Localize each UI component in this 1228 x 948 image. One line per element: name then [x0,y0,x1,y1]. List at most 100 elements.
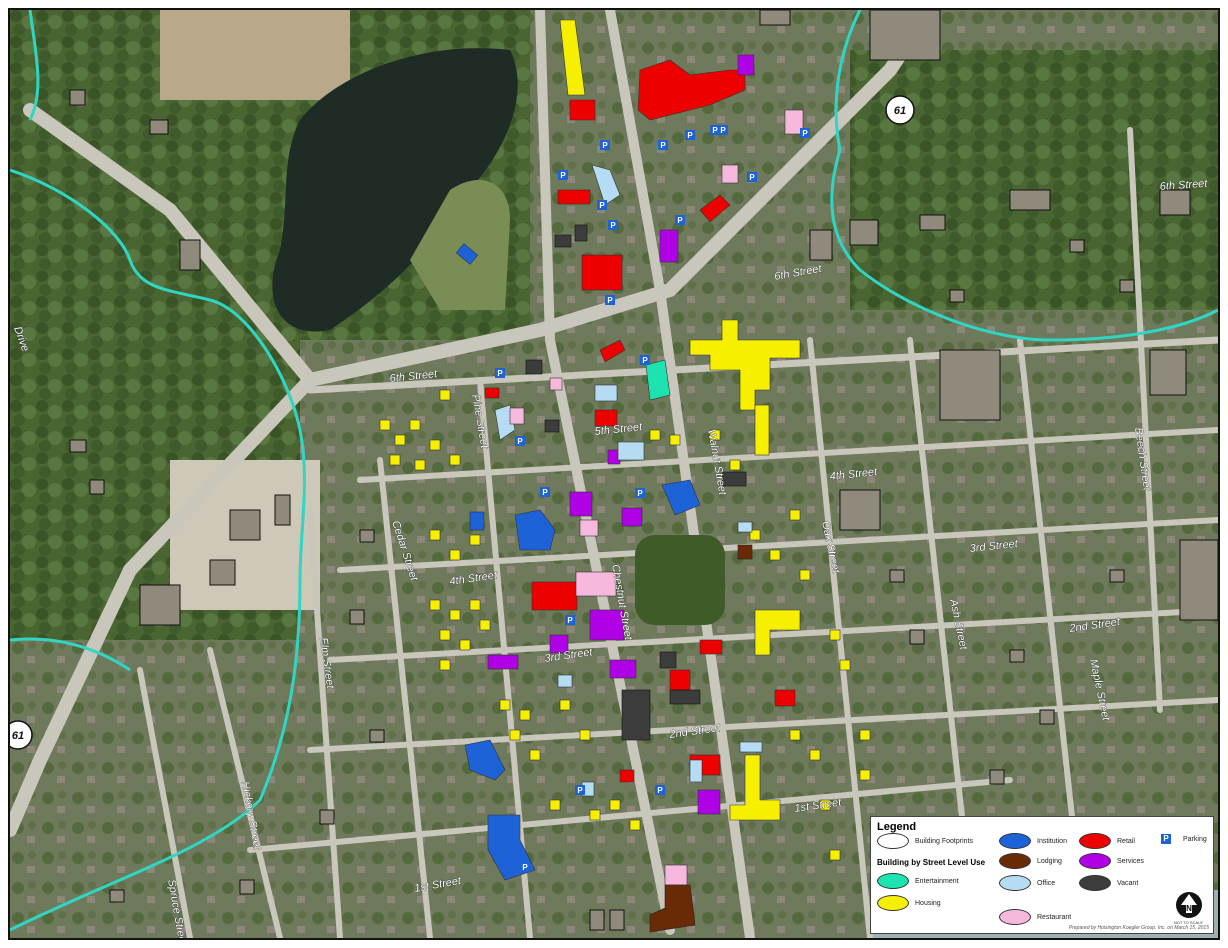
legend-item-lodging: Lodging [999,853,1062,869]
aerial-map[interactable]: PPPPPPPPPPPPPPPPPPPPPP 61 61 6th Street … [10,10,1218,938]
entertainment-buildings [645,359,671,401]
legend-label: Housing [915,899,941,907]
parking-marker [658,140,668,150]
lodging-buildings [649,544,753,933]
parking-marker [495,368,505,378]
legend-swatch [877,833,909,849]
parking-marker [747,172,757,182]
legend-item-entertainment: Entertainment [877,873,959,889]
svg-text:61: 61 [12,730,24,742]
municipal-boundary [10,10,1218,932]
parking-marker [640,355,650,365]
legend-swatch [999,853,1031,869]
north-arrow-icon: N [1176,892,1202,918]
parking-marker-label: P [517,437,523,446]
parking-marker-label: P [577,786,583,795]
field-north [160,10,350,100]
parking-marker-label: P [497,369,503,378]
legend-subtitle: Building by Street Level Use [877,858,986,867]
parking-marker [558,170,568,180]
parking-marker-label: P [637,489,643,498]
street-label: 3rd Street [969,538,1019,555]
parking-marker [710,125,720,135]
parking-marker [635,488,645,498]
parking-marker-label: P [687,131,693,140]
parking-marker [515,436,525,446]
svg-text:61: 61 [894,105,906,117]
parking-marker-label: P [602,141,608,150]
parking-marker-label: P [749,173,755,182]
office-buildings [494,164,763,797]
svg-text:N: N [1186,904,1192,913]
legend-swatch [877,873,909,889]
parking-marker [600,140,610,150]
legend-label: Institution [1037,837,1067,845]
parking-marker-label: P [720,126,726,135]
parking-marker-label: P [802,129,808,138]
street-label: 6th Street [1159,178,1208,193]
parking-marker [685,130,695,140]
legend-label: Retail [1117,837,1135,845]
vacant-buildings [525,224,747,741]
map-credit: Prepared by Hoisington Koegler Group, In… [1068,925,1209,931]
street-label: 4th Street [829,466,879,483]
parking-marker-label: P [642,356,648,365]
parking-marker-label: P [560,171,566,180]
parking-marker [575,785,585,795]
legend-item-office: Office [999,875,1055,891]
legend-item-services: Services [1079,853,1144,869]
highway-61-shield-northeast: 61 [885,95,915,125]
legend-swatch [1079,875,1111,891]
legend-item-building-footprints: Building Footprints [877,833,973,849]
lake [272,48,518,332]
parking-marker [655,785,665,795]
legend-label: Office [1037,879,1056,887]
legend-item-restaurant: Restaurant [999,909,1071,925]
legend-title: Legend [877,821,917,833]
parking-marker-label: P [657,786,663,795]
parking-marker [605,295,615,305]
retail-buildings [484,59,796,783]
legend-swatch [1079,853,1111,869]
legend-item-retail: Retail [1079,833,1135,849]
road-network [10,10,1218,938]
parking-marker [675,215,685,225]
legend-label: Vacant [1117,879,1139,887]
legend-label: Parking [1183,835,1207,843]
parking-marker-label: P [607,296,613,305]
parking-marker-label: P [677,216,683,225]
parking-marker-label: P [712,126,718,135]
scale-note: NOT TO SCALE [1173,920,1203,925]
parking-icon: P [1161,834,1171,844]
parking-marker-label: P [599,201,605,210]
legend-label: Entertainment [915,877,959,885]
parking-marker [608,220,618,230]
parking-marker-label: P [660,141,666,150]
parking-marker [718,125,728,135]
parking-marker-label: P [610,221,616,230]
central-park [635,535,725,625]
map-frame: PPPPPPPPPPPPPPPPPPPPPP 61 61 6th Street … [8,8,1220,940]
parking-marker [800,128,810,138]
parking-marker-label: P [542,488,548,497]
legend-item-housing: Housing [877,895,941,911]
legend-item-parking: P Parking [1161,834,1207,844]
field-northeast [850,50,1218,310]
map-legend: Legend Building Footprints Building by S… [870,816,1214,934]
parking-marker-label: P [522,863,528,872]
legend-label: Building Footprints [915,837,973,845]
housing-buildings [379,19,871,861]
legend-swatch [1079,833,1111,849]
street-label: 6th Street [389,368,439,385]
building-footprints [69,10,1218,931]
services-buildings [487,54,755,815]
legend-label: Restaurant [1037,913,1072,921]
legend-swatch [999,833,1031,849]
parking-markers: PPPPPPPPPPPPPPPPPPPPPP [495,125,1170,872]
legend-swatch [877,895,909,911]
parking-marker [597,200,607,210]
parking-marker [540,487,550,497]
parking-marker [565,615,575,625]
legend-swatch [999,909,1031,925]
highway-61-shield-west: 61 [10,720,33,750]
